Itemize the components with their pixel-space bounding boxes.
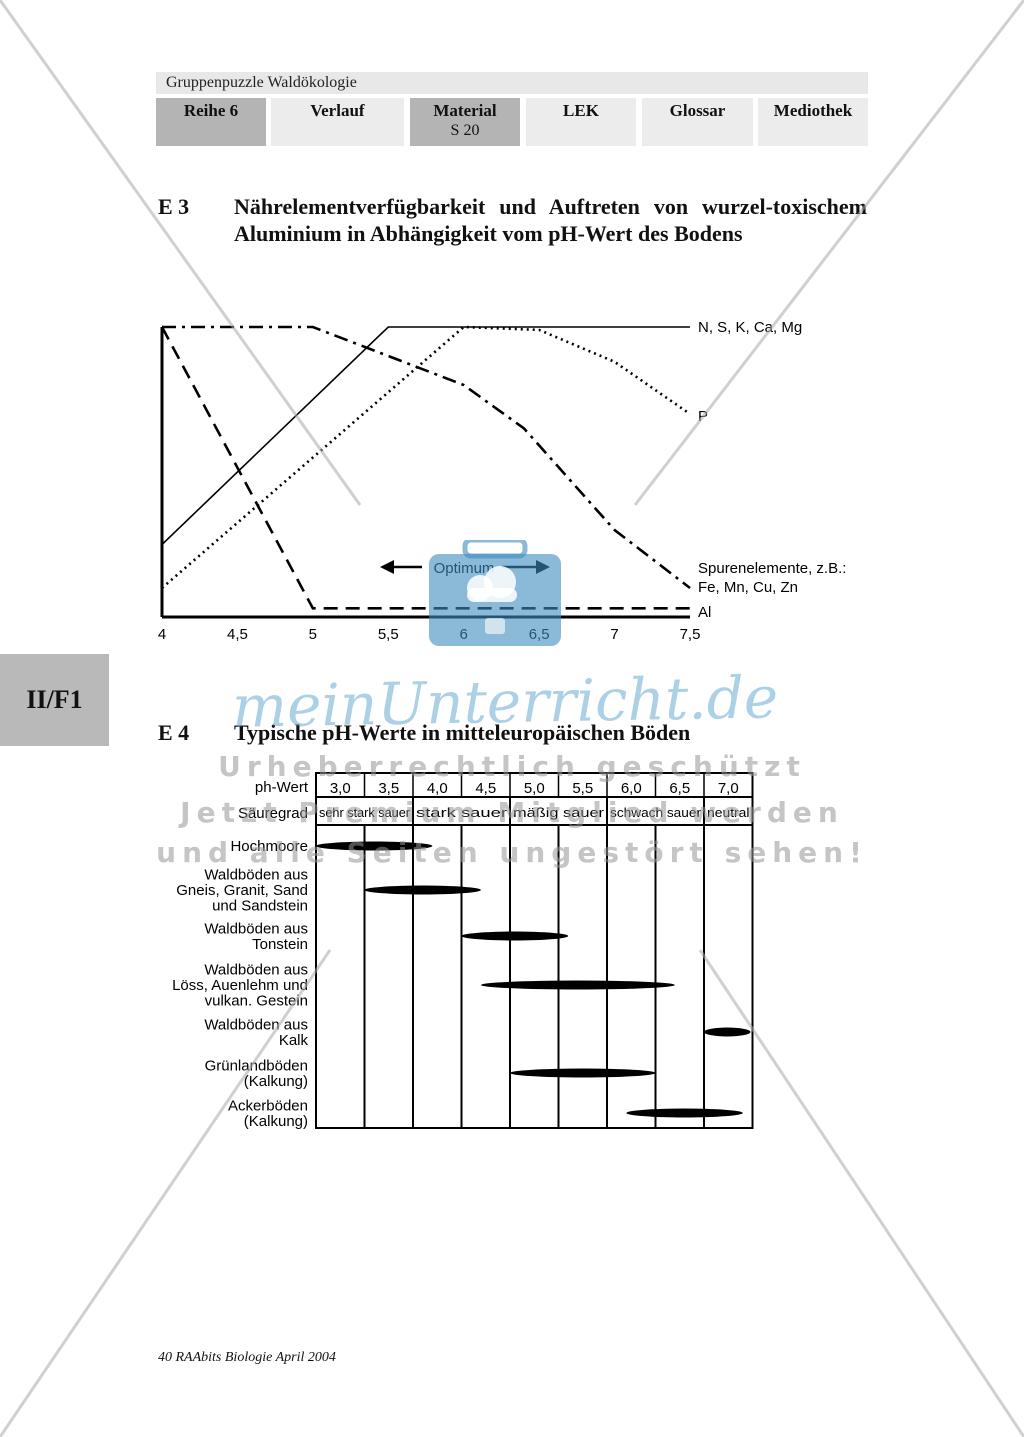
tab-lek[interactable]: LEK <box>526 98 636 146</box>
ph-column-label: 7,0 <box>718 780 739 797</box>
x-tick-label: 6,5 <box>529 626 550 643</box>
soil-label: Waldböden aus <box>204 1016 308 1033</box>
series-label: Spurenelemente, z.B.: <box>698 560 846 577</box>
x-tick-label: 6 <box>460 626 468 643</box>
acidity-label: schwach sauer <box>610 805 702 820</box>
tab-label: Glossar <box>669 101 726 120</box>
tab-mediothek[interactable]: Mediothek <box>758 98 868 146</box>
soil-label: Gneis, Granit, Sand <box>176 882 308 899</box>
watermark-logo: meinUnterricht.de <box>231 663 779 741</box>
soil-label: Waldböden aus <box>204 962 308 979</box>
series-label: N, S, K, Ca, Mg <box>698 319 802 336</box>
tab-label: Reihe 6 <box>183 101 239 120</box>
x-tick-label: 7,5 <box>680 626 701 643</box>
series-label: P <box>698 408 708 425</box>
soil-label: und Sandstein <box>212 898 308 915</box>
soil-label: Löss, Auenlehm und <box>172 977 308 994</box>
acidity-label: stark sauer <box>416 805 508 820</box>
tab-label: Mediothek <box>773 101 853 120</box>
soil-ph-range-bar <box>461 931 569 941</box>
soil-label: Hochmoore <box>230 838 308 855</box>
soil-label: Tonstein <box>252 936 308 953</box>
soil-label: vulkan. Gestein <box>205 993 308 1010</box>
ph-column-label: 6,5 <box>669 780 690 797</box>
ph-column-label: 6,0 <box>621 780 642 797</box>
header-title: Gruppenpuzzle Waldökologie <box>156 72 868 94</box>
ph-column-label: 3,5 <box>378 780 399 797</box>
acidity-label: neutral <box>707 805 750 820</box>
e4-title: Typische pH-Werte in mitteleuropäischen … <box>234 720 691 745</box>
optimum-arrowhead-right <box>536 560 550 574</box>
soil-ph-range-bar <box>510 1068 656 1078</box>
series-label: Fe, Mn, Cu, Zn <box>698 579 798 596</box>
soil-label: Ackerböden <box>228 1097 308 1114</box>
series-line-1 <box>161 325 691 589</box>
footer-citation: 40 RAAbits Biologie April 2004 <box>158 1350 336 1365</box>
acidity-label: sehr stark sauer <box>319 805 411 820</box>
x-tick-label: 7 <box>610 626 618 643</box>
e4-label: E 4 <box>158 720 190 745</box>
soil-label: (Kalkung) <box>244 1113 308 1130</box>
chapter-tab: II/F1 <box>0 654 109 746</box>
tab-label: LEK <box>563 101 599 120</box>
x-tick-label: 5 <box>309 626 317 643</box>
row-header-ph: ph-Wert <box>255 779 309 796</box>
tab-reihe[interactable]: Reihe 6 <box>156 98 266 146</box>
x-tick-label: 4,5 <box>227 626 248 643</box>
ph-column-label: 4,0 <box>427 780 448 797</box>
ph-column-label: 4,5 <box>475 780 496 797</box>
soil-label: Kalk <box>279 1032 309 1049</box>
x-tick-label: 5,5 <box>378 626 399 643</box>
tab-glossar[interactable]: Glossar <box>642 98 753 146</box>
soil-ph-range-bar <box>480 980 675 990</box>
soil-ph-range-bar <box>704 1027 751 1037</box>
soil-label: Waldböden aus <box>204 920 308 937</box>
watermark-line-1: Urheberrechtlich geschützt <box>218 750 806 783</box>
tab-label: Material <box>433 101 497 120</box>
soil-label: Waldböden aus <box>204 867 308 884</box>
x-tick-label: 4 <box>158 626 166 643</box>
tab-verlauf[interactable]: Verlauf <box>271 98 404 146</box>
e3-title: Nährelementverfügbarkeit und Auftreten v… <box>234 194 867 246</box>
ph-column-label: 5,0 <box>524 780 545 797</box>
tab-sublabel: S 20 <box>450 122 480 139</box>
soil-ph-range-bar <box>316 841 433 851</box>
ph-column-label: 3,0 <box>330 780 351 797</box>
e3-label: E 3 <box>158 194 190 219</box>
watermark-line-2: Jetzt Premium Mitglied werden <box>180 796 844 829</box>
tab-label: Verlauf <box>310 101 365 120</box>
optimum-arrowhead-left <box>380 560 394 574</box>
soil-label: Grünlandböden <box>205 1057 308 1074</box>
watermark-line-3: und alle Seiten ungestört sehen! <box>156 836 868 869</box>
nutrient-ph-chart: 4 4,5 5 5,5 6 6,5 7 7,5 N, S, K, Ca, Mg P Spurenel… <box>158 319 847 643</box>
acidity-label: mäßig sauer <box>513 805 605 820</box>
row-header-acidity: Säuregrad <box>238 805 308 822</box>
tab-material[interactable]: Material S 20 <box>410 98 520 146</box>
series-line-3 <box>160 326 690 610</box>
series-label: Al <box>698 604 711 621</box>
soil-ph-range-bar <box>364 885 481 895</box>
series-line-2 <box>162 325 691 590</box>
soil-label: (Kalkung) <box>244 1073 308 1090</box>
soil-ph-range-bar <box>626 1108 743 1118</box>
optimum-label: Optimum <box>434 560 495 577</box>
ph-column-label: 5,5 <box>572 780 593 797</box>
